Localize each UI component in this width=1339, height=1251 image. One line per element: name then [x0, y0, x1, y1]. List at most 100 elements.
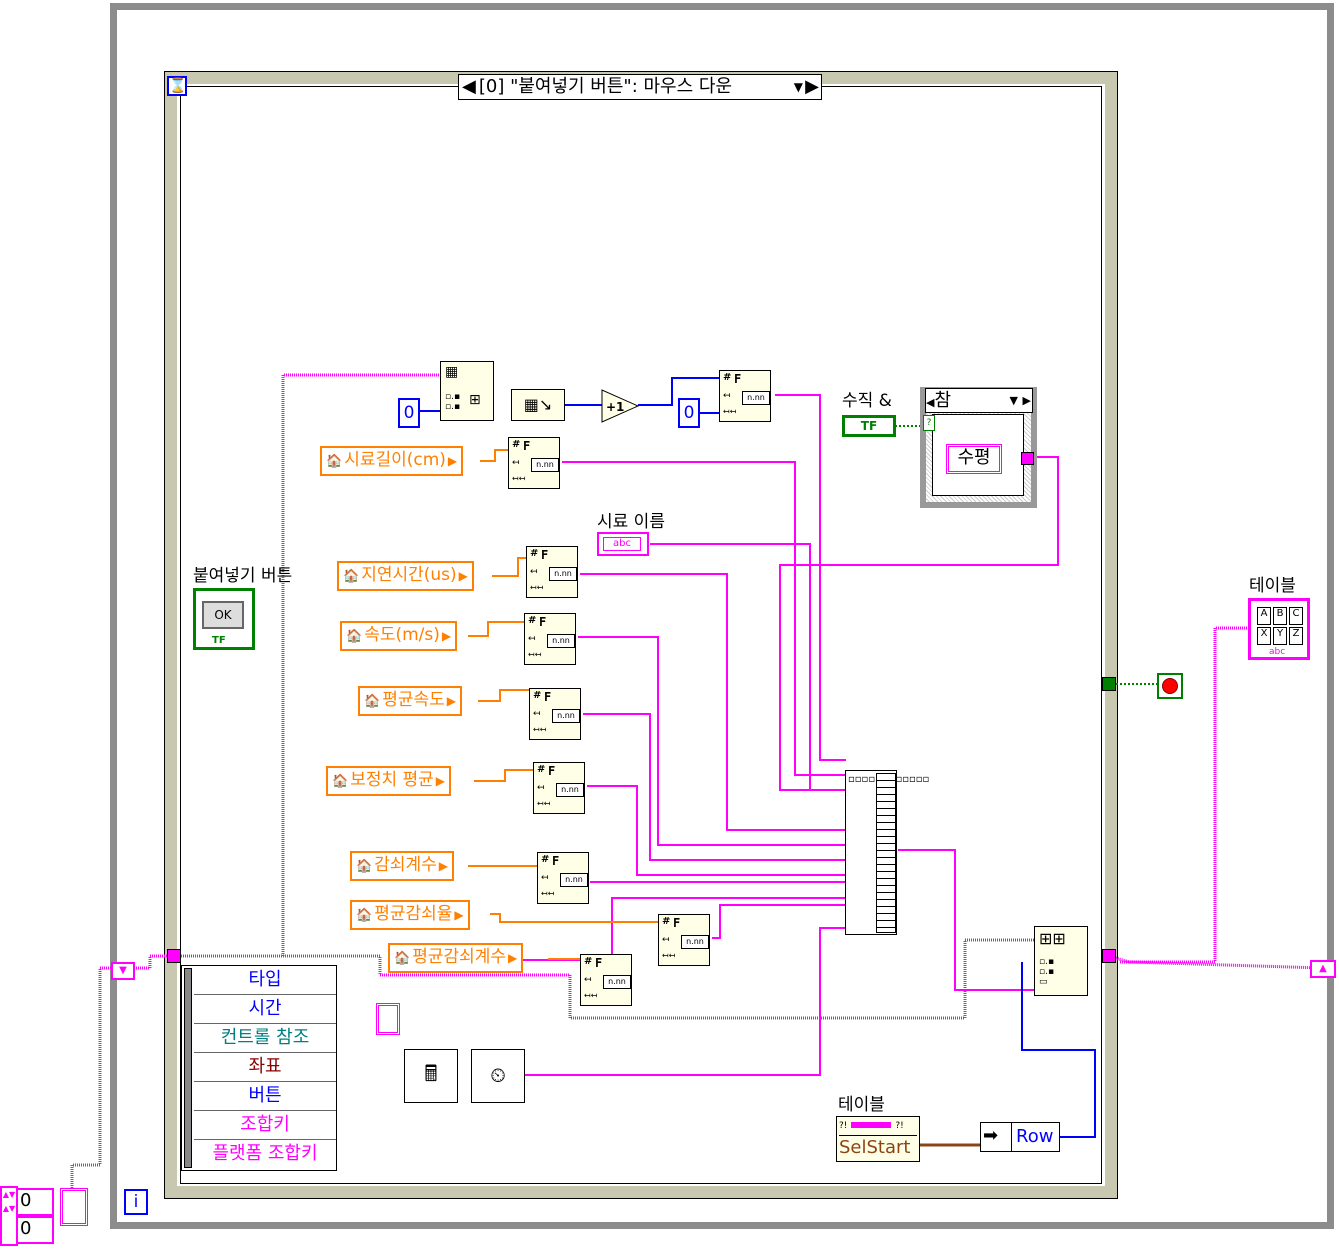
prev-case-icon[interactable]: ◀ — [926, 396, 935, 409]
prop-sample-length[interactable]: 🏠시료길이(cm)▶ — [320, 446, 464, 476]
event-selector[interactable]: ◀[0] "붙여넣기 버튼": 마우스 다운 ▼▶ — [458, 74, 822, 100]
format-into-string-icon: #F↤n.nn↤↤ — [537, 852, 589, 904]
event-item-time: 시간 — [194, 995, 336, 1024]
event-selector-label: [0] "붙여넣기 버튼": 마우스 다운 — [478, 76, 733, 97]
format-into-string-icon: #F↤n.nn↤↤ — [580, 954, 632, 1006]
case-output-tunnel — [1021, 452, 1034, 465]
wire-s1 — [562, 461, 846, 776]
prop-delay-time[interactable]: 🏠지연시간(us)▶ — [337, 561, 474, 591]
wire-name — [650, 543, 846, 791]
wire-to-table — [1120, 626, 1250, 964]
wire-build — [898, 849, 1035, 991]
paste-button-label: 붙여넣기 버튼 — [193, 566, 293, 586]
event-item-button: 버튼 — [194, 1082, 336, 1111]
table-prop-label: 테이블 — [838, 1095, 885, 1115]
event-tunnel-right — [1102, 949, 1116, 963]
string-constant: abc — [597, 532, 649, 556]
wire-s5 — [587, 785, 846, 876]
format-into-string-icon: #F↤n.nn↤↤ — [508, 437, 560, 489]
wire-case — [779, 456, 1059, 791]
table-cell: X — [1257, 627, 1271, 645]
wire-ref-up — [281, 373, 440, 956]
table-label: 테이블 — [1249, 576, 1296, 596]
prev-event-icon[interactable]: ◀ — [462, 76, 476, 97]
house-icon: 🏠 — [346, 629, 363, 644]
table-property-node[interactable]: ?!?! SelStart — [836, 1116, 920, 1162]
table-cell: B — [1273, 607, 1287, 625]
zero-constant-b: 0 — [678, 398, 700, 428]
wire-time — [525, 927, 846, 1076]
event-item-platmods: 플랫폼 조합키 — [212, 1143, 318, 1164]
wire-event-through — [175, 954, 570, 977]
event-item-coords: 좌표 — [194, 1053, 336, 1082]
event-data-node: 타입 시간 컨트롤 참조 좌표 버튼 조합키 플랫폼 조합키 — [181, 965, 337, 1171]
format-into-string-icon: #F↤n.nn↤↤ — [529, 688, 581, 740]
svg-text:+1: +1 — [606, 400, 624, 414]
bool-tunnel — [1102, 677, 1116, 691]
prop-avg-attenuation-rate[interactable]: 🏠평균감쇠율▶ — [350, 900, 470, 930]
case-terminal-label: 수직 & — [842, 391, 892, 411]
paste-button-terminal[interactable]: OK TF — [193, 588, 255, 650]
empty-string-small — [376, 1003, 400, 1035]
replace-array-subset-node: ⊞⊞ ▫.▪▫.▪▭ — [1034, 926, 1088, 996]
table-cell: C — [1289, 607, 1303, 625]
format-into-string-icon: #F↤n.nn↤↤ — [526, 546, 578, 598]
event-item-ctlref: 컨트롤 참조 — [194, 1024, 336, 1053]
event-data-list: 타입 시간 컨트롤 참조 좌표 버튼 조합키 플랫폼 조합키 — [194, 966, 336, 1169]
table-cell: Y — [1273, 627, 1287, 645]
hourglass-icon: ⌛ — [167, 76, 187, 96]
dropdown-icon[interactable]: ▼ — [793, 80, 803, 94]
prop-speed[interactable]: 🏠속도(m/s)▶ — [340, 621, 458, 651]
format-into-string-icon: #F↤n.nn↤↤ — [658, 914, 710, 966]
dropdown-icon[interactable]: ▼ — [1009, 394, 1018, 407]
house-icon: 🏠 — [356, 859, 373, 874]
wire-s8 — [611, 897, 846, 977]
case-selector[interactable]: ◀참 ▼ ▶ — [925, 388, 1033, 413]
wire-s3 — [578, 636, 846, 846]
format-into-string-icon: #F↤n.nn↤↤ — [533, 762, 585, 814]
wire-s9 — [775, 394, 846, 761]
house-icon: 🏠 — [394, 951, 411, 966]
index-display-1[interactable]: 0 — [16, 1188, 54, 1216]
wire-bottom — [568, 938, 1035, 1020]
selstart-property: SelStart — [839, 1135, 917, 1159]
prop-avg-speed[interactable]: 🏠평균속도▶ — [358, 686, 462, 716]
wire-s2 — [580, 573, 846, 831]
array-size-node: ▦ ▫.▪▫.▪ ⊞ — [440, 361, 494, 421]
left-shift-register: ▼ — [111, 962, 135, 980]
table-type-label: abc — [1269, 647, 1286, 657]
build-array-icon: ▫▫▫▫▫▫▫▫▫▫▫▫ — [845, 770, 929, 935]
format-into-string-icon: #F↤n.nn↤↤ — [524, 613, 576, 665]
house-icon: 🏠 — [343, 569, 360, 584]
case-selector-label: 참 — [934, 390, 952, 411]
right-shift-register: ▲ — [1310, 960, 1336, 978]
iteration-terminal: i — [124, 1189, 148, 1215]
table-terminal[interactable]: A B C X Y Z abc — [1248, 598, 1310, 660]
wire-event-in — [70, 954, 175, 1190]
zero-constant-a: 0 — [398, 398, 420, 428]
sample-name-label: 시료 이름 — [597, 512, 665, 532]
unbundle-row-node: ➡ Row — [980, 1122, 1060, 1152]
wire-s4 — [583, 713, 846, 861]
while-loop-frame — [110, 3, 1334, 1229]
prop-attenuation[interactable]: 🏠감쇠계수▶ — [350, 851, 454, 881]
house-icon: 🏠 — [356, 908, 373, 923]
tf-type-label: TF — [212, 635, 226, 646]
event-tunnel-left — [167, 949, 181, 963]
stop-icon[interactable] — [1157, 673, 1183, 699]
horizontal-string-const: 수평 — [946, 444, 1002, 474]
house-icon: 🏠 — [332, 774, 349, 789]
wire-s7 — [712, 904, 846, 939]
format-into-string-icon: #F↤n.nn↤↤ — [719, 370, 771, 422]
next-event-icon[interactable]: ▶ — [805, 76, 819, 97]
next-case-icon[interactable]: ▶ — [1022, 394, 1031, 407]
prop-avg-attenuation-coef[interactable]: 🏠평균감쇠계수▶ — [388, 943, 524, 973]
ok-button-icon: OK — [202, 601, 244, 629]
index-display-2[interactable]: 0 — [16, 1216, 54, 1244]
get-time-node: 🖩 — [404, 1049, 458, 1103]
house-icon: 🏠 — [326, 454, 343, 469]
empty-string-const — [60, 1188, 88, 1226]
case-selector-terminal: ? — [923, 415, 935, 431]
prop-correction-avg[interactable]: 🏠보정치 평균▶ — [326, 766, 452, 796]
house-icon: 🏠 — [364, 694, 381, 709]
